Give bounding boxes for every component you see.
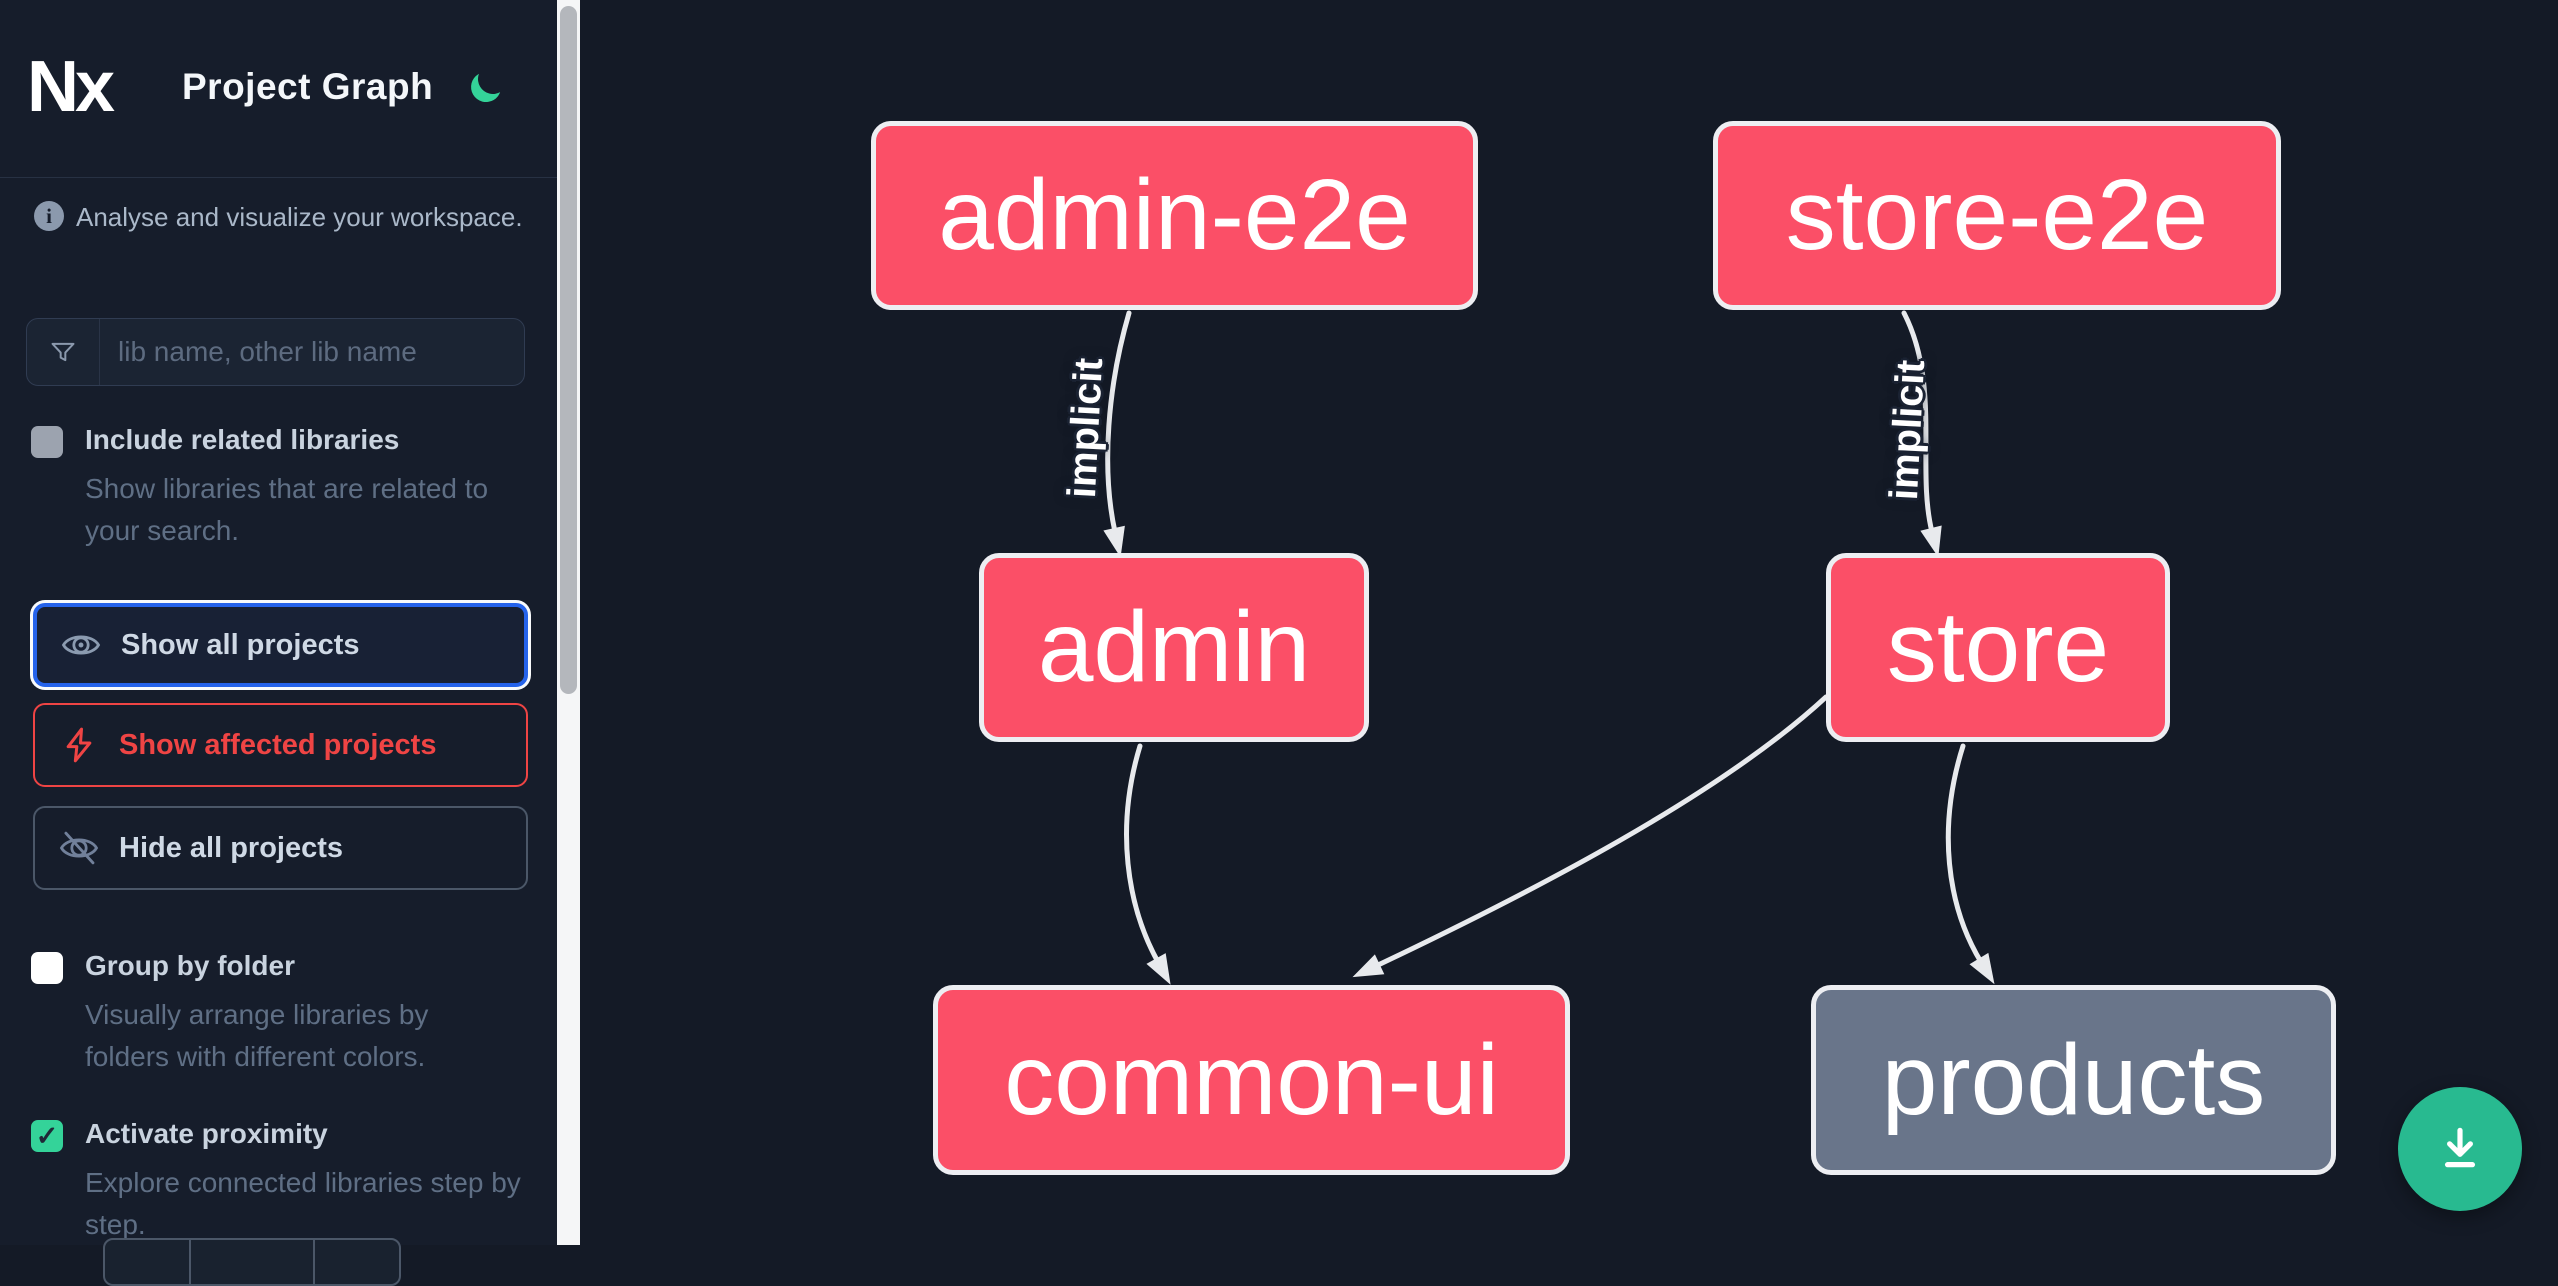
download-graph-button[interactable]	[2398, 1087, 2522, 1211]
group-by-folder-checkbox[interactable]	[31, 952, 63, 984]
activate-proximity-option[interactable]: ✓ Activate proximity Explore connected l…	[26, 1118, 526, 1258]
include-related-label: Include related libraries	[85, 424, 400, 455]
show-all-projects-button[interactable]: Show all projects	[33, 603, 528, 687]
page-title: Project Graph	[182, 66, 434, 107]
bolt-icon	[57, 723, 101, 767]
group-by-folder-description: Visually arrange libraries by folders wi…	[85, 999, 429, 1072]
include-related-description: Show libraries that are related to your …	[85, 473, 489, 546]
group-by-folder-option[interactable]: Group by folder Visually arrange librari…	[26, 950, 526, 1090]
graph-node-admin-e2e[interactable]: admin-e2e	[871, 121, 1478, 310]
tagline-text: Analyse and visualize your workspace.	[76, 202, 523, 232]
moon-icon	[476, 62, 510, 96]
activate-proximity-label: Activate proximity	[85, 1118, 328, 1149]
edge-store-common-ui	[1352, 694, 1829, 978]
hide-all-projects-label: Hide all projects	[119, 831, 344, 864]
graph-node-store[interactable]: store	[1826, 553, 2170, 742]
graph-node-store-e2e[interactable]: store-e2e	[1713, 121, 2281, 310]
search-box	[26, 318, 525, 386]
activate-proximity-checkbox[interactable]: ✓	[31, 1120, 63, 1152]
edge-admin-e2e-admin	[1103, 310, 1132, 558]
proximity-depth-control[interactable]	[103, 1238, 401, 1286]
eye-icon	[59, 623, 103, 667]
info-icon: i	[34, 201, 64, 231]
graph-node-common-ui[interactable]: common-ui	[933, 985, 1570, 1175]
header-divider	[0, 177, 557, 178]
scrollbar-thumb[interactable]	[560, 6, 577, 694]
nx-logo: Nx	[27, 47, 115, 127]
edge-label-implicit-store: implicit	[1881, 358, 1934, 502]
include-related-checkbox[interactable]	[31, 426, 63, 458]
group-by-folder-label: Group by folder	[85, 950, 295, 981]
graph-node-products[interactable]: products	[1811, 985, 2336, 1175]
edge-label-implicit-admin: implicit	[1059, 356, 1112, 500]
download-icon	[2433, 1120, 2487, 1179]
show-all-projects-label: Show all projects	[121, 628, 360, 661]
show-affected-projects-button[interactable]: Show affected projects	[33, 703, 528, 787]
include-related-option[interactable]: Include related libraries Show libraries…	[26, 424, 526, 554]
search-input[interactable]	[100, 336, 524, 368]
activate-proximity-description: Explore connected libraries step by step…	[85, 1167, 521, 1240]
theme-toggle-button[interactable]	[466, 58, 514, 106]
tagline-row: i Analyse and visualize your workspace.	[34, 200, 534, 236]
sidebar: Nx Project Graph i Analyse and visualize…	[0, 0, 557, 1286]
eye-off-icon	[57, 826, 101, 870]
funnel-icon	[27, 319, 100, 385]
sidebar-scrollbar[interactable]	[557, 0, 580, 1245]
edge-store-products	[1945, 743, 1995, 985]
edge-admin-common-ui	[1124, 743, 1171, 985]
hide-all-projects-button[interactable]: Hide all projects	[33, 806, 528, 890]
show-affected-projects-label: Show affected projects	[119, 728, 437, 761]
graph-node-admin[interactable]: admin	[979, 553, 1369, 742]
